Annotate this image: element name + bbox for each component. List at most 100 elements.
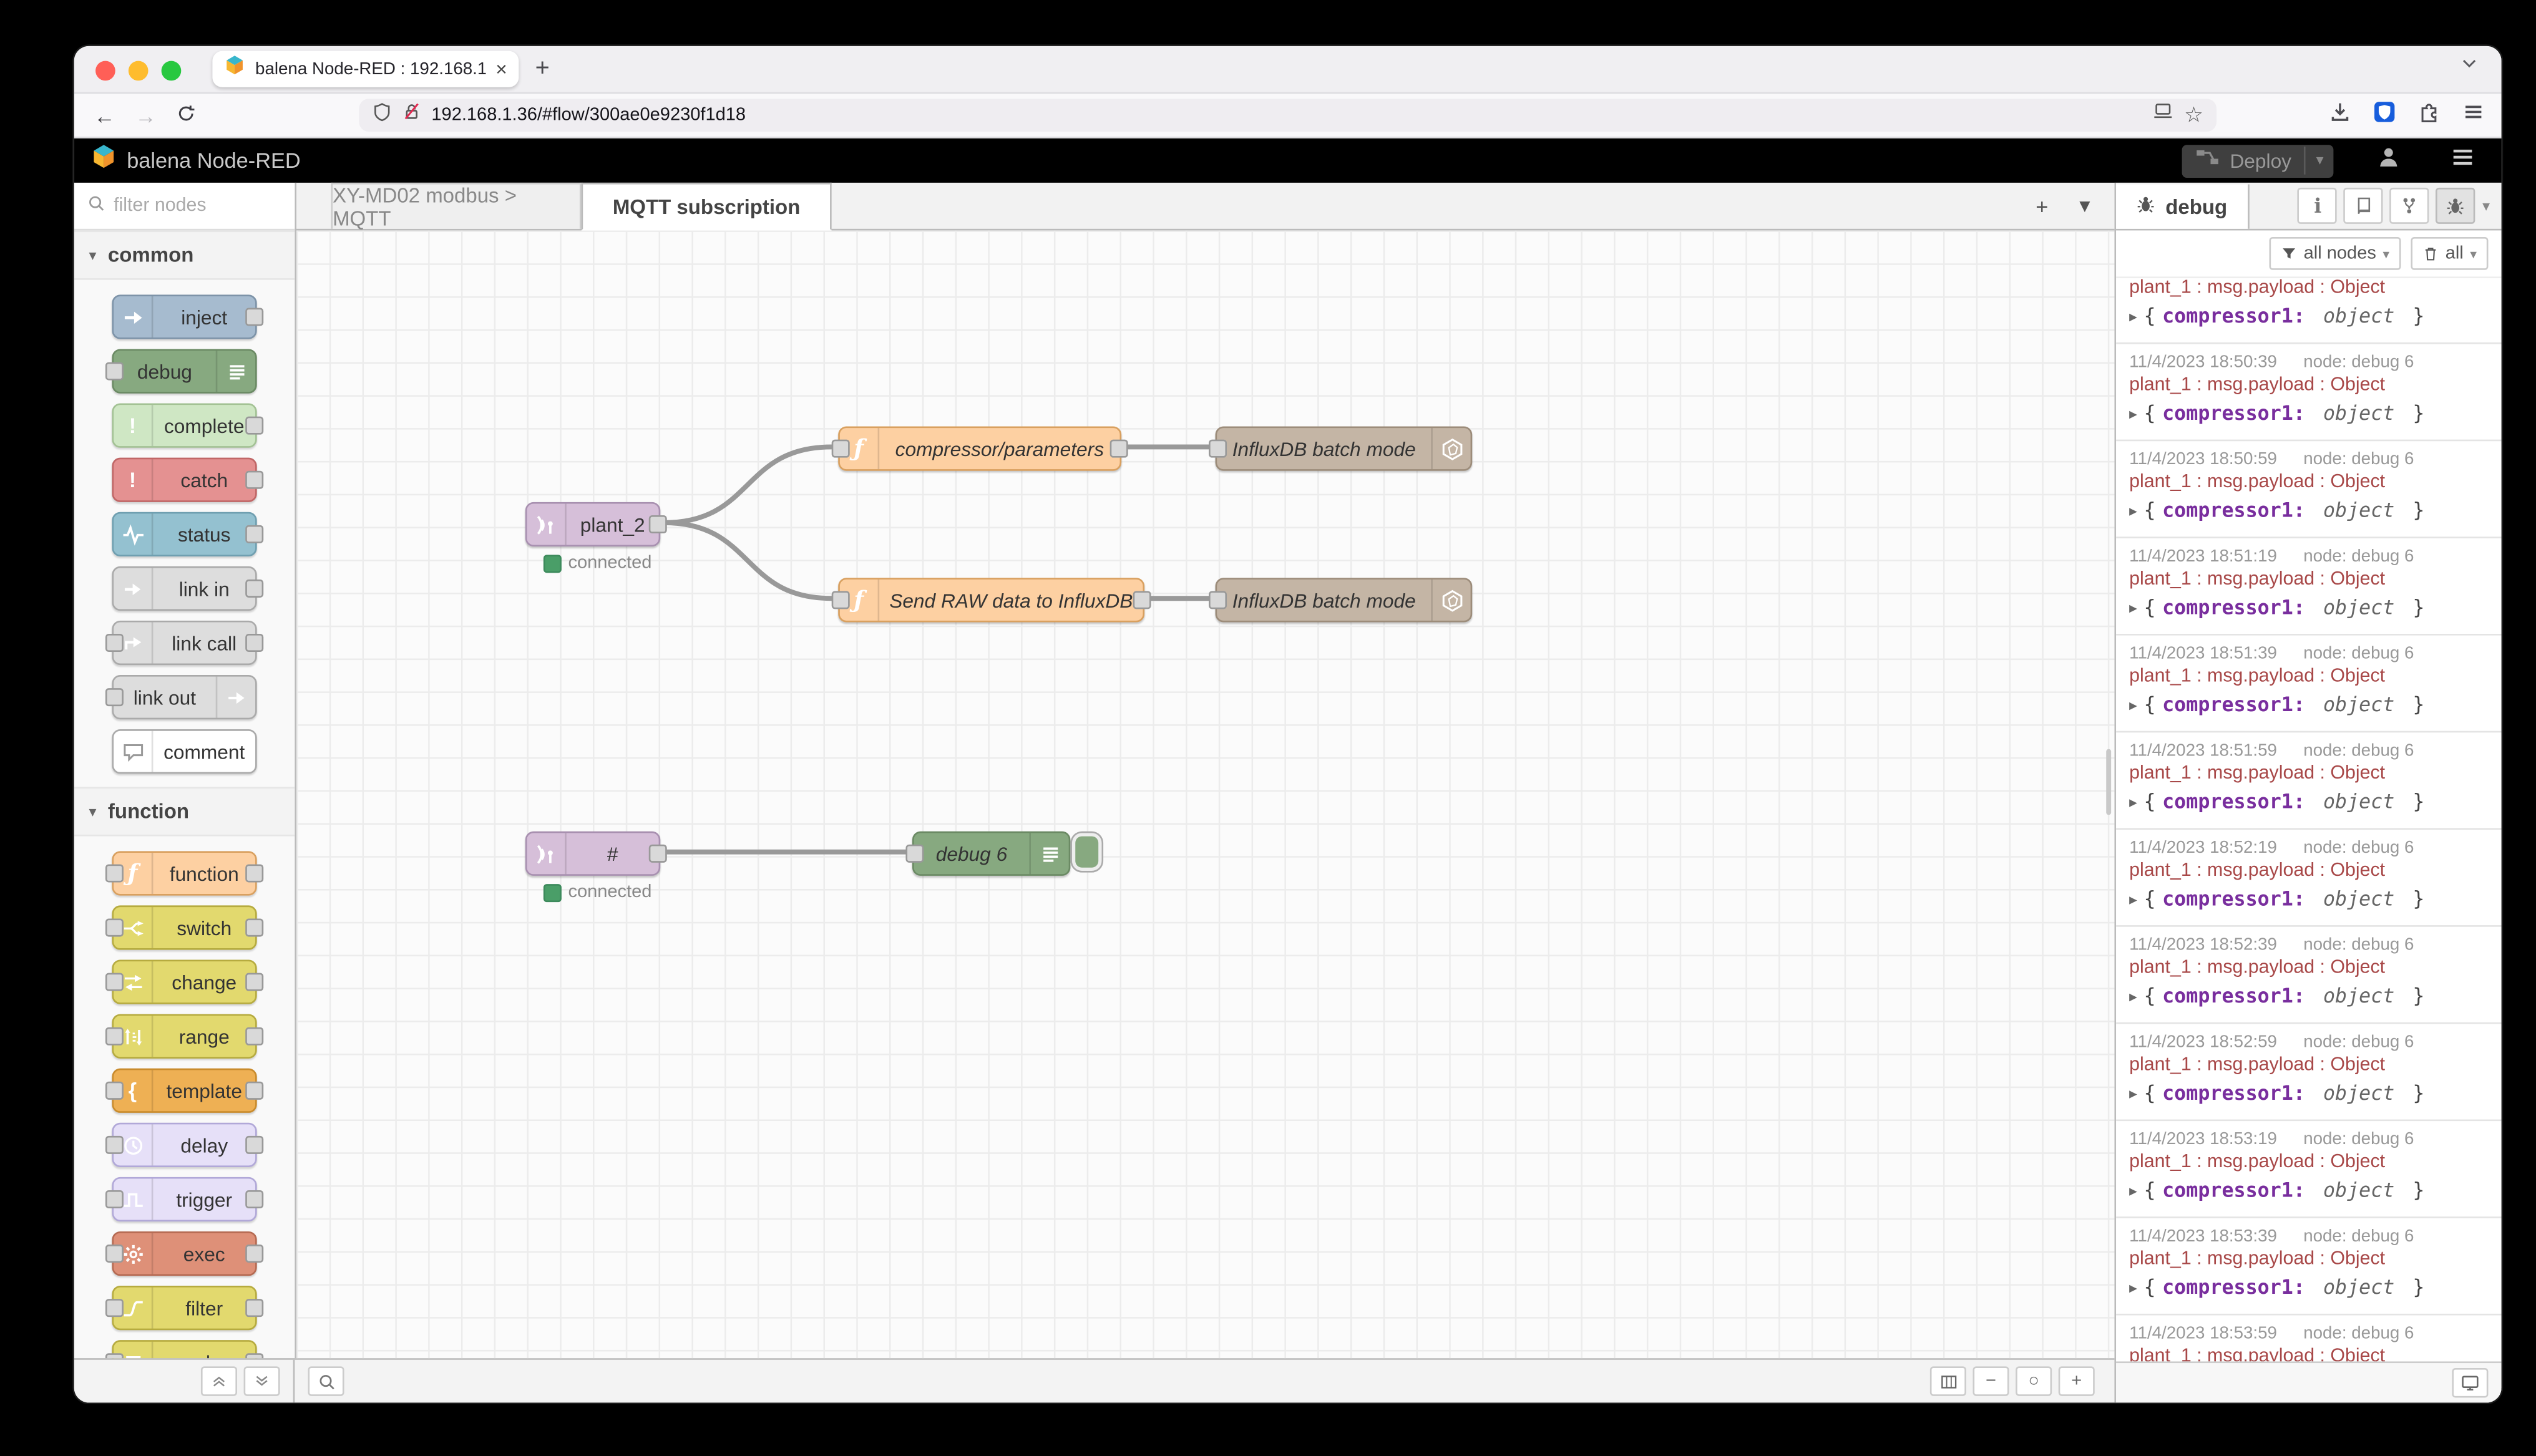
flow-node-influx2[interactable]: InfluxDB batch mode <box>1208 578 1473 623</box>
extensions-puzzle-icon[interactable] <box>2417 100 2441 131</box>
palette-node-filter[interactable]: filter <box>105 1286 264 1331</box>
output-port[interactable] <box>245 470 264 489</box>
palette-node-link-in[interactable]: link in <box>112 566 264 611</box>
deploy-button[interactable]: Deploy ▾ <box>2182 143 2334 177</box>
shield-icon[interactable] <box>372 100 392 130</box>
expand-caret-icon[interactable]: ▶ <box>2129 1281 2137 1296</box>
debug-payload[interactable]: ▶{compressor1:object} <box>2129 1273 2488 1304</box>
deploy-options-caret-icon[interactable]: ▾ <box>2304 146 2333 175</box>
forward-icon[interactable]: → <box>135 102 157 128</box>
output-port[interactable] <box>245 579 264 598</box>
zoom-out-button[interactable]: − <box>1973 1366 2009 1396</box>
expand-caret-icon[interactable]: ▶ <box>2129 892 2137 908</box>
debug-payload[interactable]: ▶{compressor1:object} <box>2129 495 2488 527</box>
collapse-categories-icon[interactable] <box>200 1366 238 1396</box>
input-port[interactable] <box>1208 591 1227 609</box>
palette-node-exec[interactable]: exec <box>105 1231 264 1276</box>
browser-tab[interactable]: balena Node-RED : 192.168.1.36 × <box>212 51 519 87</box>
output-port[interactable] <box>245 416 264 435</box>
debug-payload[interactable]: ▶{compressor1:object} <box>2129 1175 2488 1206</box>
palette-node-switch[interactable]: switch <box>105 905 264 950</box>
debug-payload[interactable]: ▶{compressor1:object} <box>2129 884 2488 915</box>
output-port[interactable] <box>245 1353 264 1359</box>
search-flows-icon[interactable] <box>308 1366 344 1396</box>
input-port[interactable] <box>105 1190 124 1208</box>
palette-node-comment[interactable]: comment <box>112 729 257 774</box>
palette-filter-input[interactable]: filter nodes <box>74 182 295 231</box>
minimize-window-button[interactable] <box>128 61 149 81</box>
output-port[interactable] <box>245 864 264 883</box>
flow-node-hash[interactable]: # <box>525 831 667 876</box>
expand-caret-icon[interactable]: ▶ <box>2129 1086 2137 1102</box>
expand-categories-icon[interactable] <box>243 1366 280 1396</box>
add-flow-button[interactable]: + <box>2036 193 2049 218</box>
input-port[interactable] <box>105 1245 124 1263</box>
output-port[interactable] <box>245 918 264 937</box>
expand-caret-icon[interactable]: ▶ <box>2129 503 2137 519</box>
palette-category-common[interactable]: ▾common <box>74 230 295 280</box>
menu-hamburger-icon[interactable] <box>2462 100 2485 131</box>
debug-filter-button[interactable]: all nodes▾ <box>2269 237 2401 270</box>
debug-payload[interactable]: ▶{compressor1:object} <box>2129 690 2488 721</box>
expand-caret-icon[interactable]: ▶ <box>2129 1183 2137 1199</box>
tab-list-chevron-icon[interactable] <box>2460 51 2479 81</box>
palette-node-debug[interactable]: debug <box>105 349 257 394</box>
palette-node-status[interactable]: status <box>112 512 264 556</box>
expand-caret-icon[interactable]: ▶ <box>2129 406 2137 422</box>
url-bar[interactable]: 192.168.1.36/#flow/300ae0e9230f1d18 ☆ <box>359 99 2217 132</box>
sidebar-tab-help[interactable] <box>2344 187 2384 224</box>
expand-caret-icon[interactable]: ▶ <box>2129 601 2137 616</box>
close-window-button[interactable] <box>95 61 115 81</box>
sidebar-tab-debug-button[interactable] <box>2436 187 2476 224</box>
flow-list-chevron-icon[interactable]: ▾ <box>2079 192 2090 218</box>
debug-payload[interactable]: ▶{compressor1:object} <box>2129 1079 2488 1110</box>
output-port[interactable] <box>245 525 264 543</box>
input-port[interactable] <box>105 1135 124 1154</box>
palette-node-link-out[interactable]: link out <box>105 674 257 720</box>
output-port[interactable] <box>245 1081 264 1100</box>
palette-node-delay[interactable]: delay <box>105 1122 264 1168</box>
output-port[interactable] <box>1110 439 1128 458</box>
flow-node-influx1[interactable]: InfluxDB batch mode <box>1208 426 1473 471</box>
reload-icon[interactable] <box>176 103 196 128</box>
sidebar-tab-debug[interactable]: debug <box>2116 184 2249 229</box>
insecure-lock-icon[interactable] <box>402 100 422 130</box>
canvas-scrollbar[interactable] <box>2106 749 2112 815</box>
output-port[interactable] <box>245 1190 264 1208</box>
back-icon[interactable]: ← <box>94 102 115 128</box>
debug-payload[interactable]: ▶{compressor1:object} <box>2129 301 2488 332</box>
input-port[interactable] <box>905 844 924 863</box>
flow-tab-active[interactable]: MQTT subscription <box>581 182 832 231</box>
sidebar-tab-info[interactable]: i <box>2298 187 2338 224</box>
palette-category-function[interactable]: ▾function <box>74 787 295 837</box>
input-port[interactable] <box>105 1027 124 1046</box>
expand-caret-icon[interactable]: ▶ <box>2129 989 2137 1004</box>
debug-toggle-button[interactable] <box>1075 836 1099 868</box>
palette-node-range[interactable]: range <box>105 1014 264 1059</box>
main-menu-hamburger-icon[interactable] <box>2451 144 2475 177</box>
close-tab-icon[interactable]: × <box>495 57 507 81</box>
window-controls[interactable] <box>95 61 182 81</box>
bitwarden-extension-icon[interactable] <box>2373 100 2396 131</box>
output-port[interactable] <box>648 844 667 863</box>
new-tab-button[interactable]: + <box>535 54 550 82</box>
navigator-map-icon[interactable] <box>1929 1366 1966 1396</box>
input-port[interactable] <box>105 362 124 381</box>
palette-node-inject[interactable]: inject <box>112 294 264 339</box>
output-port[interactable] <box>245 1027 264 1046</box>
input-port[interactable] <box>831 439 850 458</box>
input-port[interactable] <box>105 688 124 707</box>
